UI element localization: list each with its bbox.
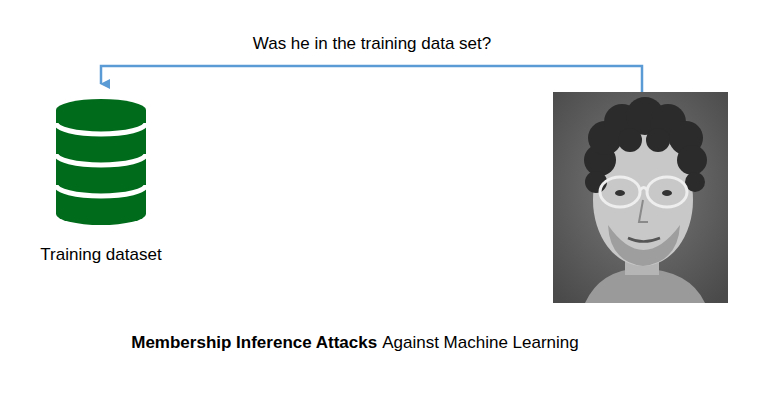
face-photo xyxy=(553,92,728,303)
question-label: Was he in the training data set? xyxy=(250,34,494,54)
database-node: Training dataset xyxy=(32,96,170,265)
query-arrow xyxy=(101,66,642,92)
caption-text: Membership Inference Attacks xyxy=(131,333,377,353)
database-icon xyxy=(55,96,147,228)
caption-text: Against Machine Learning xyxy=(382,333,579,353)
node-label: Training dataset xyxy=(40,245,161,265)
caption-row: Membership Inference AttacksAgainst Mach… xyxy=(131,333,579,353)
